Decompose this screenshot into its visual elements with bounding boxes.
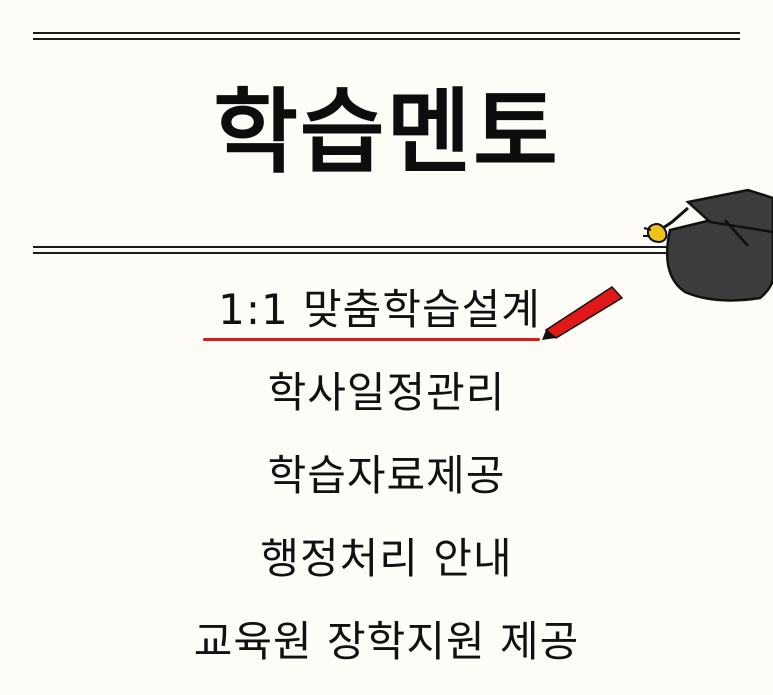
- menu-item-custom-learning-design[interactable]: 1:1 맞춤학습설계: [218, 285, 541, 334]
- page-title: 학습멘토: [213, 79, 560, 186]
- marker-icon: [542, 286, 624, 340]
- highlight-underline: [203, 338, 540, 341]
- menu-item-scholarship-support[interactable]: 교육원 장학지원 제공: [193, 617, 580, 666]
- top-divider: [33, 32, 740, 40]
- menu-item-learning-materials[interactable]: 학습자료제공: [267, 451, 506, 500]
- title-divider: [33, 246, 673, 254]
- graduation-cap-icon: [643, 188, 773, 302]
- menu-item-administrative-guidance[interactable]: 행정처리 안내: [260, 534, 513, 583]
- menu-item-academic-schedule[interactable]: 학사일정관리: [267, 368, 506, 417]
